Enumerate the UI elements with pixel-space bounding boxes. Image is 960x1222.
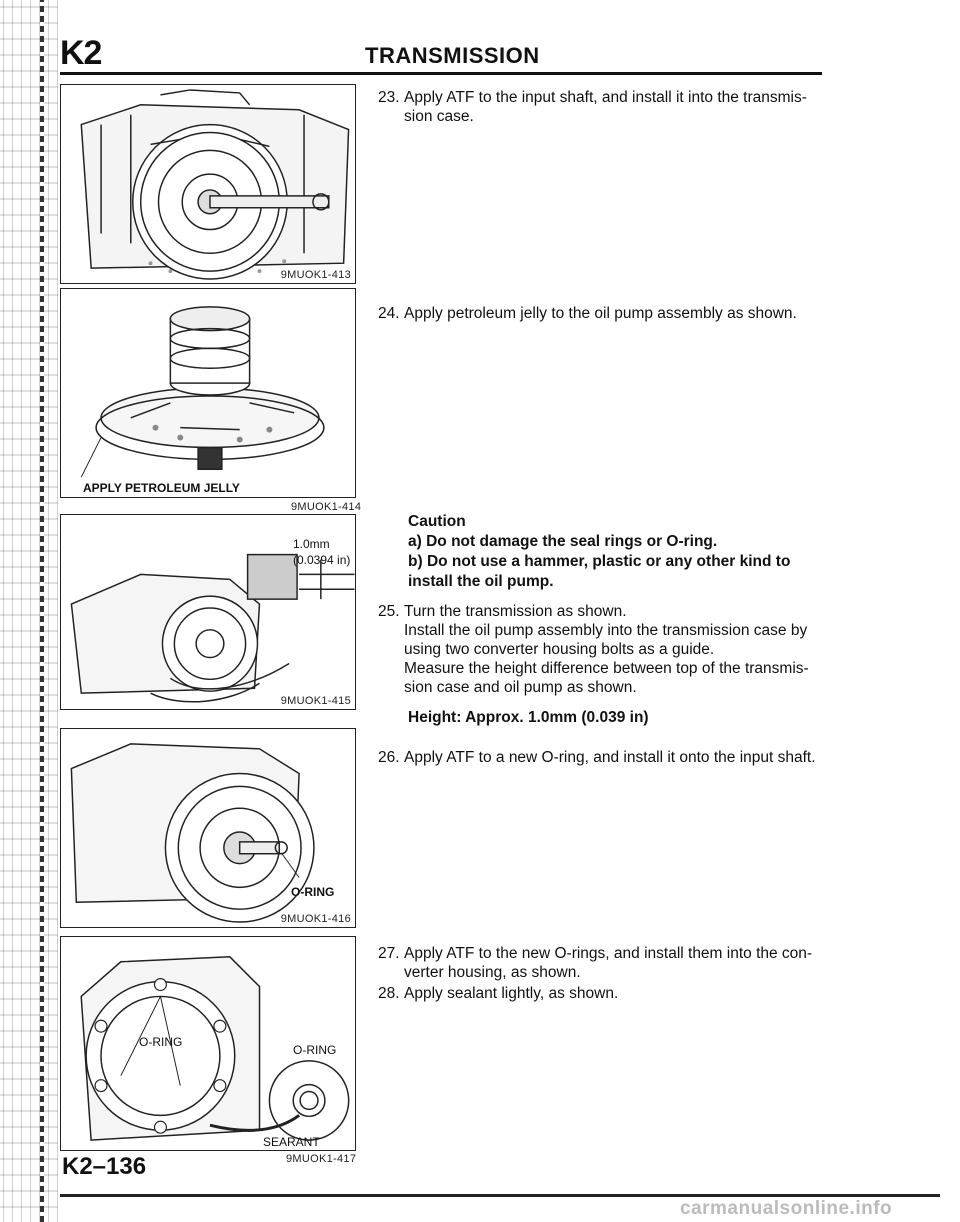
caution-title: Caution [408,513,466,530]
oil-pump-illustration [80,306,325,478]
step-line: Turn the transmission as shown. [404,603,627,620]
step-28: 28. Apply sealant lightly, as shown. [378,984,828,1003]
step-24: 24. Apply petroleum jelly to the oil pum… [378,304,828,323]
step-25: 25. Turn the transmission as shown. Inst… [378,602,828,697]
callout-sealant: SEARANT [263,1135,320,1149]
figure-converter-housing: O-RING O-RING SEARANT [60,936,356,1151]
figure-oil-pump: APPLY PETROLEUM JELLY 9MUOK1-414 [60,288,356,498]
input-shaft-oring-illustration [70,743,315,923]
figure-input-shaft: 9MUOK1-413 [60,84,356,284]
step-23: 23. Apply ATF to the input shaft, and in… [378,88,828,126]
step-line: Install the oil pump assembly into the t… [404,622,808,658]
step-27: 27. Apply ATF to the new O-rings, and in… [378,944,828,982]
callout-o-ring: O-RING [291,885,335,899]
figure-height-measure: 1.0mm (0.0394 in) 9MUOK1-415 [60,514,356,710]
step-text: Apply ATF to the new O-rings, and instal… [404,945,813,981]
step-number: 23. [378,89,400,106]
step-text: Apply ATF to the input shaft, and instal… [404,89,807,125]
caution-marker: b) [408,553,423,570]
callout-height-mm: 1.0mm [293,537,330,551]
callout-height-in: (0.0394 in) [293,553,351,567]
step-number: 25. [378,603,400,620]
caution-text: Do not damage the seal rings or O-ring. [426,533,718,550]
caution-item-b: b) Do not use a hammer, plastic or any o… [408,552,828,592]
step-number: 26. [378,749,400,766]
caution-item-a: a) Do not damage the seal rings or O-rin… [408,532,828,552]
height-spec: Height: Approx. 1.0mm (0.039 in) [408,709,649,726]
step-text: Apply sealant lightly, as shown. [404,985,619,1002]
figure-code: 9MUOK1-413 [280,269,351,281]
step-text: Apply ATF to a new O-ring, and install i… [404,749,816,766]
section-code: K2 [60,34,102,72]
header-rule [60,72,822,75]
height-measure-illustration [70,553,355,703]
input-shaft-illustration [80,89,350,280]
figure-code: 9MUOK1-416 [280,913,351,925]
step-26: 26. Apply ATF to a new O-ring, and insta… [378,748,828,767]
step-number: 28. [378,985,400,1002]
callout-o-ring-left: O-RING [139,1035,183,1049]
step-text: Turn the transmission as shown. Install … [404,602,828,697]
figure-code: 9MUOK1-415 [280,695,351,707]
step-number: 24. [378,305,400,322]
caution-marker: a) [408,533,422,550]
page-number: K2–136 [62,1153,147,1180]
callout-o-ring-right: O-RING [293,1043,337,1057]
figure-input-shaft-oring: O-RING 9MUOK1-416 [60,728,356,928]
figure-code-417: 9MUOK1-417 [286,1153,357,1165]
step-line: Measure the height difference between to… [404,660,809,696]
footer-rule [60,1194,940,1197]
caution-block: Caution a) Do not damage the seal rings … [408,512,828,592]
figure-code-414: 9MUOK1-414 [291,501,362,513]
step-number: 27. [378,945,400,962]
binding-edge-scan [0,0,58,1222]
converter-housing-illustration [80,956,350,1141]
callout-petroleum-jelly: APPLY PETROLEUM JELLY [83,481,240,495]
caution-text: Do not use a hammer, plastic or any othe… [408,553,791,590]
page-title: TRANSMISSION [365,43,540,68]
step-text: Apply petroleum jelly to the oil pump as… [404,305,797,322]
watermark: carmanualsonline.info [680,1198,893,1219]
